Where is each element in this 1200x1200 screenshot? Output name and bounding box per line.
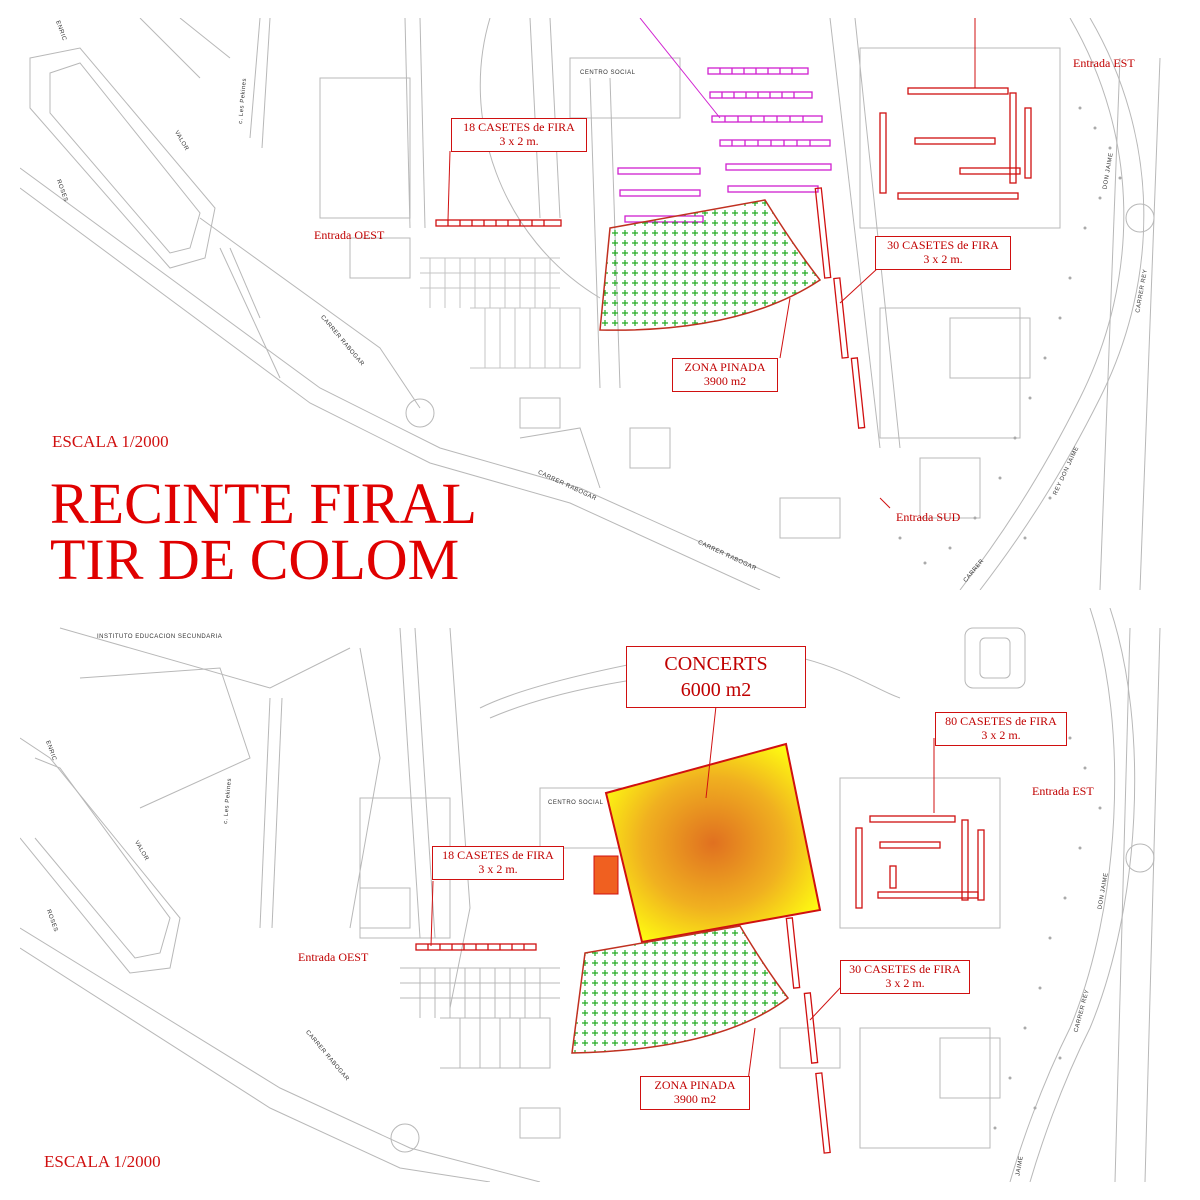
label-stalls-east-line1: 80 CASETES de FIRA [945,714,1057,728]
site-plan-bottom [20,608,1161,1182]
label-entrance-west: Entrada OEST [314,228,385,242]
plan-title: RECINTE FIRAL TIR DE COLOM [50,471,477,590]
label-pine-zone-line2: 3900 m2 [703,373,747,388]
label-entrance-east: Entrada EST [1032,784,1094,798]
label-entrance-south: Entrada SUD [896,510,961,524]
label-stalls-south-line2: 3 x 2 m. [923,251,963,266]
label-pine-zone-line2: 3900 m2 [673,1091,717,1106]
scale-label-top: ESCALA 1/2000 [52,432,169,451]
building-label-centro-social: CENTRO SOCIAL [580,70,636,76]
label-pine-zone-line1: ZONA PINADA [654,1078,736,1092]
label-stalls-east: 80 CASETES de FIRA 3 x 2 m. [935,712,1067,746]
label-pine-zone: ZONA PINADA 3900 m2 [672,358,778,392]
label-entrance-west: Entrada OEST [298,950,369,964]
label-stalls-west-line1: 18 CASETES de FIRA [463,120,575,134]
map-panel-bottom: INSTITUTO EDUCACION SECUNDARIA VALOR ROS… [20,608,1180,1182]
label-stalls-south-line1: 30 CASETES de FIRA [849,962,961,976]
label-stalls-south: 30 CASETES de FIRA 3 x 2 m. [840,960,970,994]
label-stalls-south: 30 CASETES de FIRA 3 x 2 m. [875,236,1011,270]
label-stalls-west-line2: 3 x 2 m. [478,861,518,876]
label-entrance-east: Entrada EST [1073,56,1135,70]
label-stalls-west-line1: 18 CASETES de FIRA [442,848,554,862]
label-concerts: CONCERTS 6000 m2 [626,646,806,708]
label-stalls-west-line2: 3 x 2 m. [499,133,539,148]
plan-title-line1: RECINTE FIRAL [50,471,477,536]
label-stalls-south-line2: 3 x 2 m. [885,975,925,990]
plan-title-line2: TIR DE COLOM [50,527,460,590]
label-stalls-south-line1: 30 CASETES de FIRA [887,238,999,252]
label-stalls-east-line2: 3 x 2 m. [981,727,1021,742]
label-concerts-line2: 6000 m2 [680,679,752,701]
label-stalls-west: 18 CASETES de FIRA 3 x 2 m. [451,118,587,152]
building-label-centro-social: CENTRO SOCIAL [548,800,604,806]
scale-label-bottom: ESCALA 1/2000 [44,1152,161,1171]
label-pine-zone: ZONA PINADA 3900 m2 [640,1076,750,1110]
label-stalls-west: 18 CASETES de FIRA 3 x 2 m. [432,846,564,880]
label-pine-zone-line1: ZONA PINADA [684,360,766,374]
label-concerts-line1: CONCERTS [664,653,768,675]
map-panel-top: VALOR ROSES c. Les Pekines CARRER RABOGA… [20,18,1180,590]
building-label-school: INSTITUTO EDUCACION SECUNDARIA [97,634,223,640]
